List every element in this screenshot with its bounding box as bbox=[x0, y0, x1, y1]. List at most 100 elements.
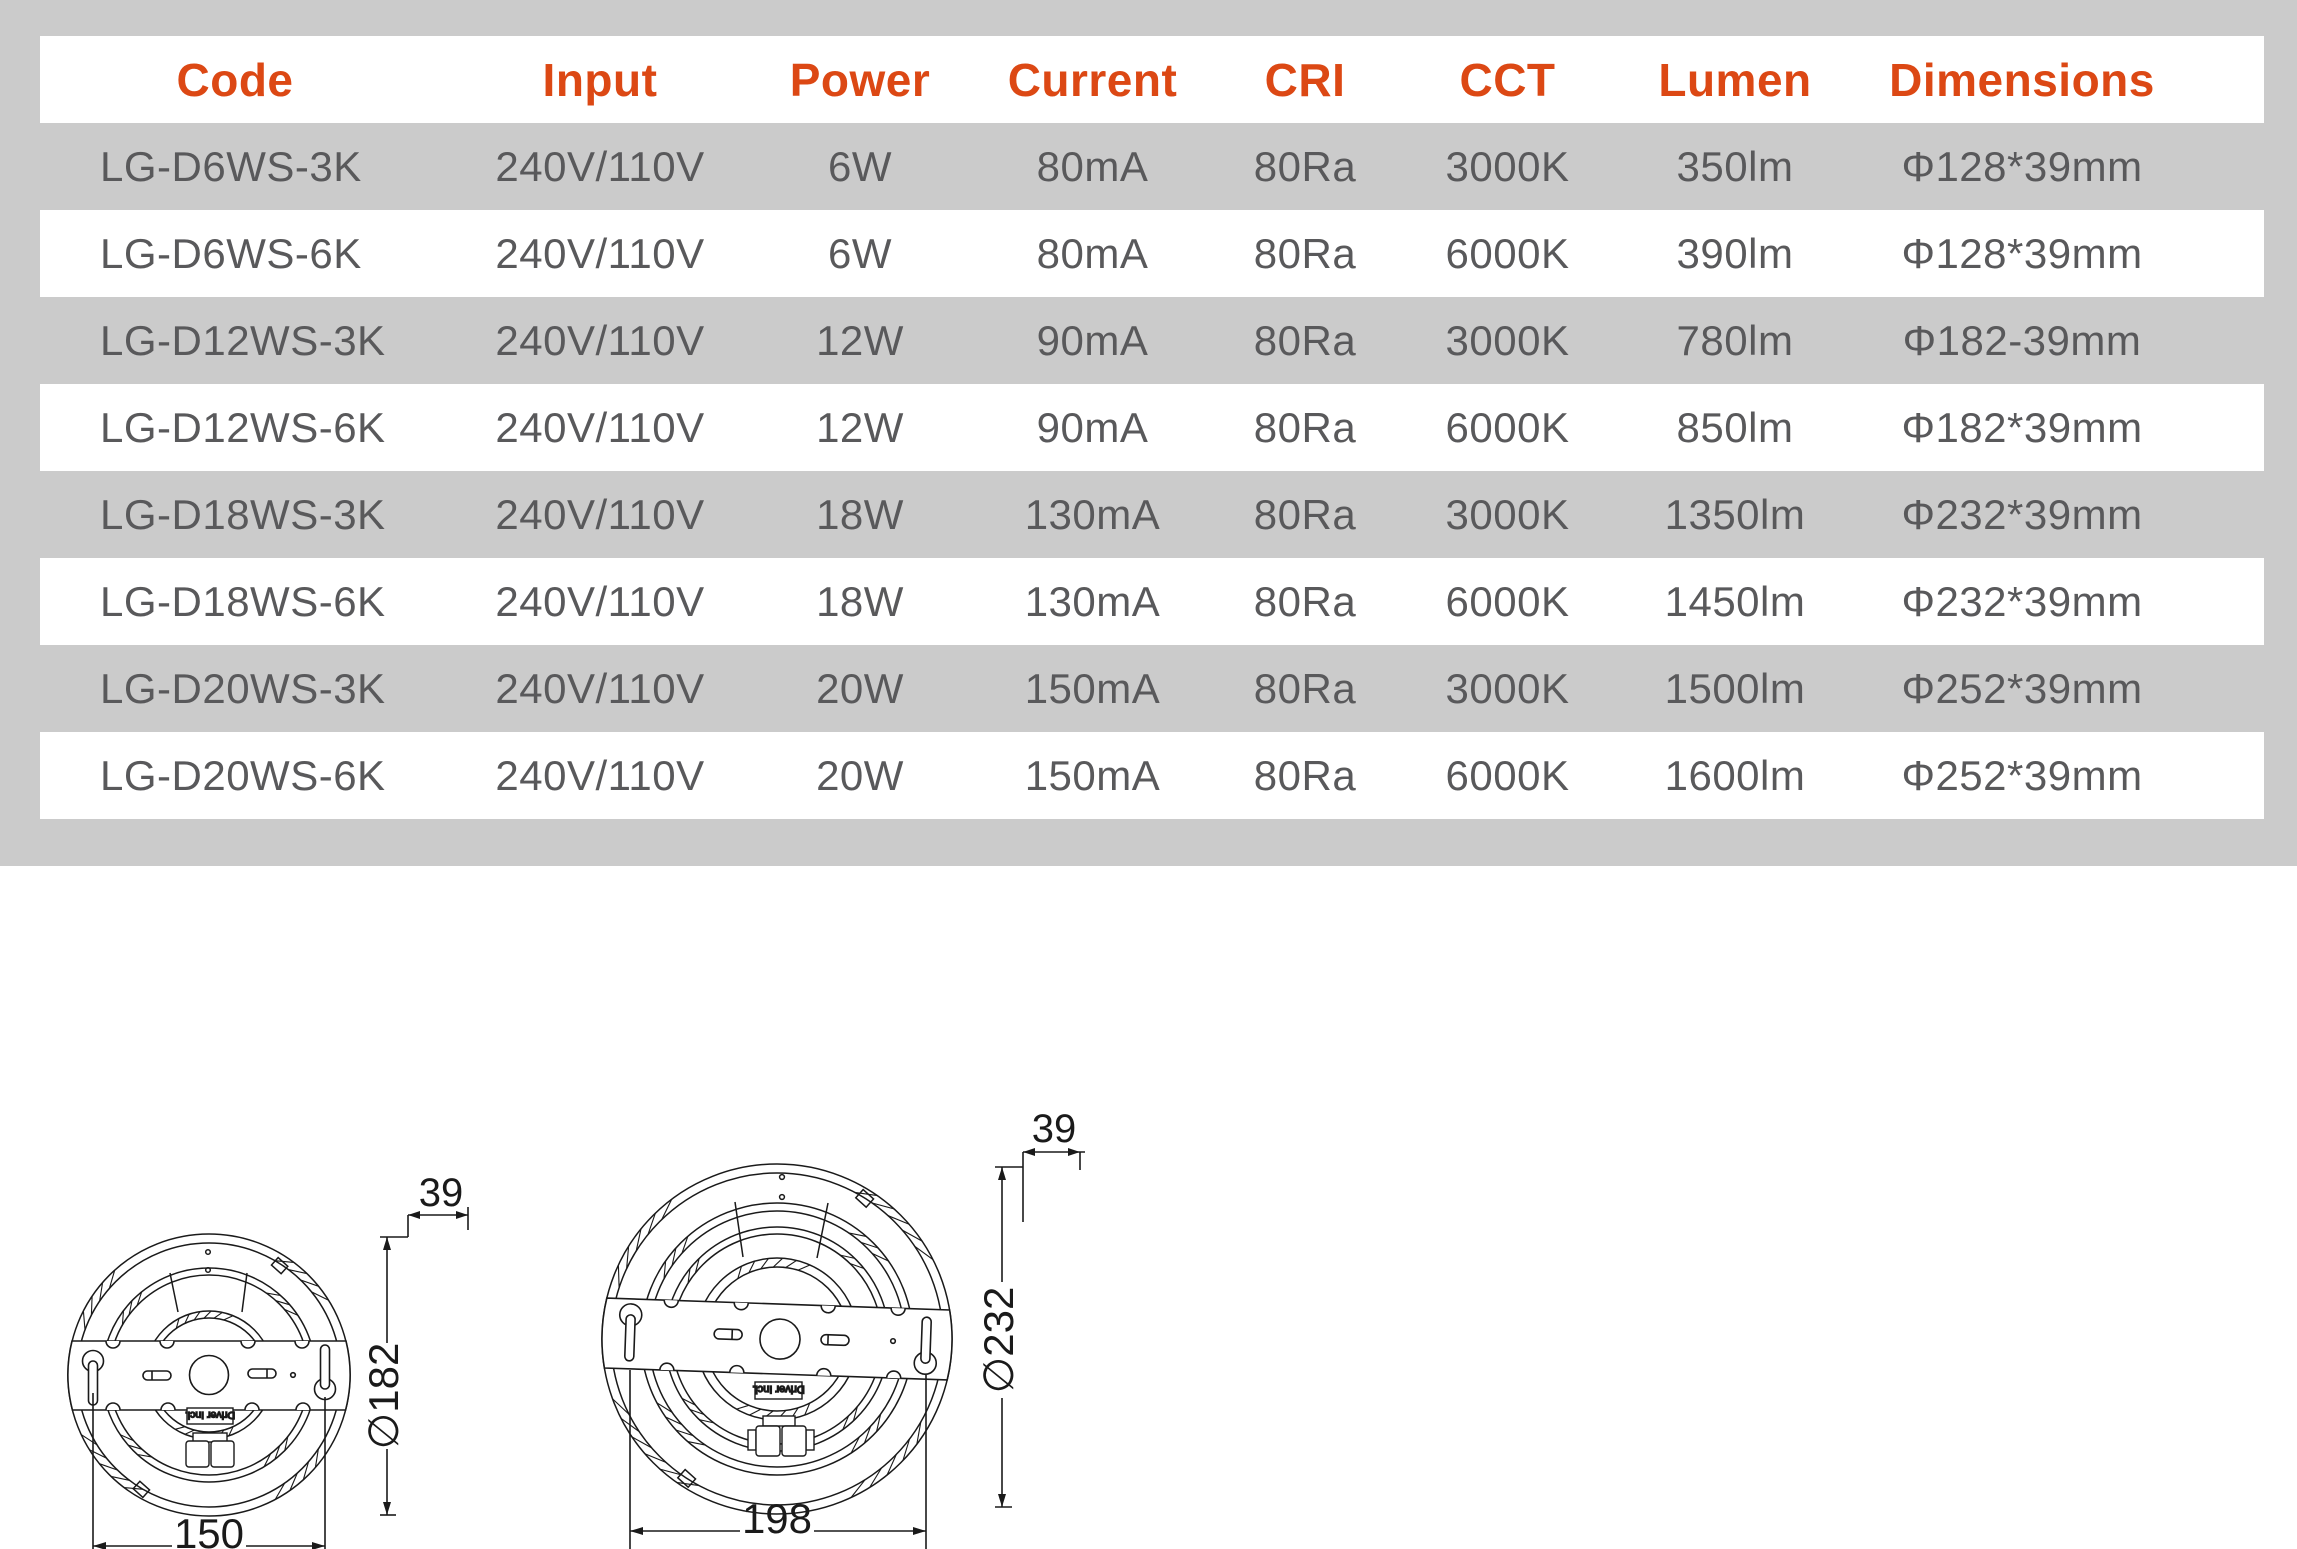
table-cell: 6000K bbox=[1445, 577, 1570, 625]
table-cell: 18W bbox=[816, 490, 904, 538]
table-cell: 130mA bbox=[1024, 490, 1161, 538]
pilot-hole bbox=[204, 1266, 212, 1274]
table-cell: 90mA bbox=[1036, 316, 1149, 364]
adjust-slot bbox=[713, 1328, 743, 1341]
table-cell: Φ182*39mm bbox=[1901, 403, 2143, 451]
table-cell: 80mA bbox=[1036, 229, 1149, 277]
height-dim-label: 39 bbox=[1032, 1107, 1077, 1151]
table-cell: 80mA bbox=[1036, 142, 1149, 190]
table-cell: Φ232*39mm bbox=[1901, 577, 2143, 625]
edge-notch bbox=[890, 1307, 906, 1316]
table-cell: 780lm bbox=[1676, 316, 1794, 364]
table-cell: 240V/110V bbox=[495, 403, 705, 451]
rim-notch bbox=[132, 1480, 151, 1499]
edge-notch bbox=[733, 1302, 750, 1311]
table-cell: 3000K bbox=[1445, 316, 1570, 364]
edge-notch bbox=[295, 1402, 311, 1411]
table-cell: Φ128*39mm bbox=[1901, 142, 2143, 190]
pilot-hole bbox=[778, 1173, 786, 1181]
edge-notch bbox=[815, 1367, 832, 1376]
column-header-cri: CRI bbox=[1235, 36, 1375, 123]
driver-badge: Driver Incl. bbox=[184, 1407, 236, 1468]
table-cell: 1350lm bbox=[1664, 490, 1806, 538]
column-header-power: Power bbox=[770, 36, 950, 123]
keyhole-slot bbox=[319, 1344, 331, 1390]
edge-notch bbox=[663, 1299, 680, 1309]
technical-drawing-232: Driver Incl. 3 bbox=[601, 1107, 1085, 1549]
column-header-dimensions: Dimensions bbox=[1830, 36, 2264, 123]
table-cell: 1500lm bbox=[1664, 664, 1806, 712]
technical-drawing-182: Driver Incl. 39 ∅182 bbox=[67, 1171, 469, 1549]
table-cell: Φ128*39mm bbox=[1901, 229, 2143, 277]
table-cell: 240V/110V bbox=[495, 316, 705, 364]
table-cell: 1450lm bbox=[1664, 577, 1806, 625]
reflector-edge bbox=[816, 1202, 829, 1259]
mount-dim-label: 198 bbox=[742, 1495, 812, 1542]
screw-hole bbox=[289, 1371, 297, 1379]
table-cell: 6W bbox=[828, 229, 892, 277]
edge-notch bbox=[105, 1402, 121, 1411]
table-cell: Φ182-39mm bbox=[1902, 316, 2142, 364]
table-cell: 80Ra bbox=[1253, 577, 1357, 625]
table-cell: 20W bbox=[816, 751, 904, 799]
terminal-ear bbox=[747, 1429, 757, 1451]
table-cell: 12W bbox=[816, 316, 904, 364]
table-cell: 12W bbox=[816, 403, 904, 451]
table-cell: 80Ra bbox=[1253, 403, 1357, 451]
terminal-block bbox=[185, 1440, 210, 1468]
terminal-flange bbox=[192, 1432, 228, 1443]
table-cell: 20W bbox=[816, 664, 904, 712]
table-cell: Φ252*39mm bbox=[1901, 664, 2143, 712]
column-header-cct: CCT bbox=[1375, 36, 1640, 123]
pilot-hole bbox=[778, 1193, 786, 1201]
table-cell: 3000K bbox=[1445, 664, 1570, 712]
table-cell: Φ232*39mm bbox=[1901, 490, 2143, 538]
table-cell: LG-D20WS-6K bbox=[100, 751, 386, 799]
table-cell: 240V/110V bbox=[495, 664, 705, 712]
keyhole-slot bbox=[624, 1314, 636, 1362]
table-cell: 150mA bbox=[1024, 664, 1161, 712]
table-cell: 240V/110V bbox=[495, 751, 705, 799]
column-header-input: Input bbox=[430, 36, 770, 123]
mounting-bracket bbox=[67, 1340, 351, 1411]
table-cell: 80Ra bbox=[1253, 316, 1357, 364]
terminal-block bbox=[755, 1425, 781, 1457]
dimension-annotations bbox=[629, 1148, 1085, 1549]
diameter-dim-label: ∅232 bbox=[975, 1287, 1022, 1394]
table-cell: Φ252*39mm bbox=[1901, 751, 2143, 799]
column-header-lumen: Lumen bbox=[1640, 36, 1830, 123]
mount-dim-label: 150 bbox=[174, 1510, 244, 1549]
table-cell: 240V/110V bbox=[495, 229, 705, 277]
table-cell: LG-D6WS-3K bbox=[100, 142, 362, 190]
table-cell: LG-D18WS-6K bbox=[100, 577, 386, 625]
reflector-edge bbox=[241, 1272, 248, 1313]
driver-badge-label: Driver Incl. bbox=[185, 1409, 235, 1421]
adjust-slot bbox=[820, 1333, 850, 1347]
driver-badge-label: Driver Incl. bbox=[752, 1383, 805, 1395]
edge-notch bbox=[820, 1305, 836, 1314]
table-cell: LG-D20WS-3K bbox=[100, 664, 386, 712]
table-cell: 80Ra bbox=[1253, 751, 1357, 799]
table-cell: LG-D6WS-6K bbox=[100, 229, 362, 277]
diameter-dim-label: ∅182 bbox=[360, 1343, 407, 1450]
reflector-edge bbox=[169, 1272, 179, 1313]
reflector-edge bbox=[734, 1201, 744, 1258]
ring-hatching bbox=[612, 1191, 934, 1498]
terminal-block bbox=[781, 1425, 807, 1457]
column-header-code: Code bbox=[40, 36, 430, 123]
table-cell: 80Ra bbox=[1253, 142, 1357, 190]
table-cell: 390lm bbox=[1676, 229, 1794, 277]
center-wire-hole bbox=[759, 1318, 801, 1360]
table-cell: 130mA bbox=[1024, 577, 1161, 625]
edge-notch bbox=[240, 1340, 256, 1349]
edge-notch bbox=[105, 1340, 121, 1349]
adjust-slot bbox=[142, 1370, 172, 1381]
pilot-hole bbox=[204, 1248, 212, 1256]
